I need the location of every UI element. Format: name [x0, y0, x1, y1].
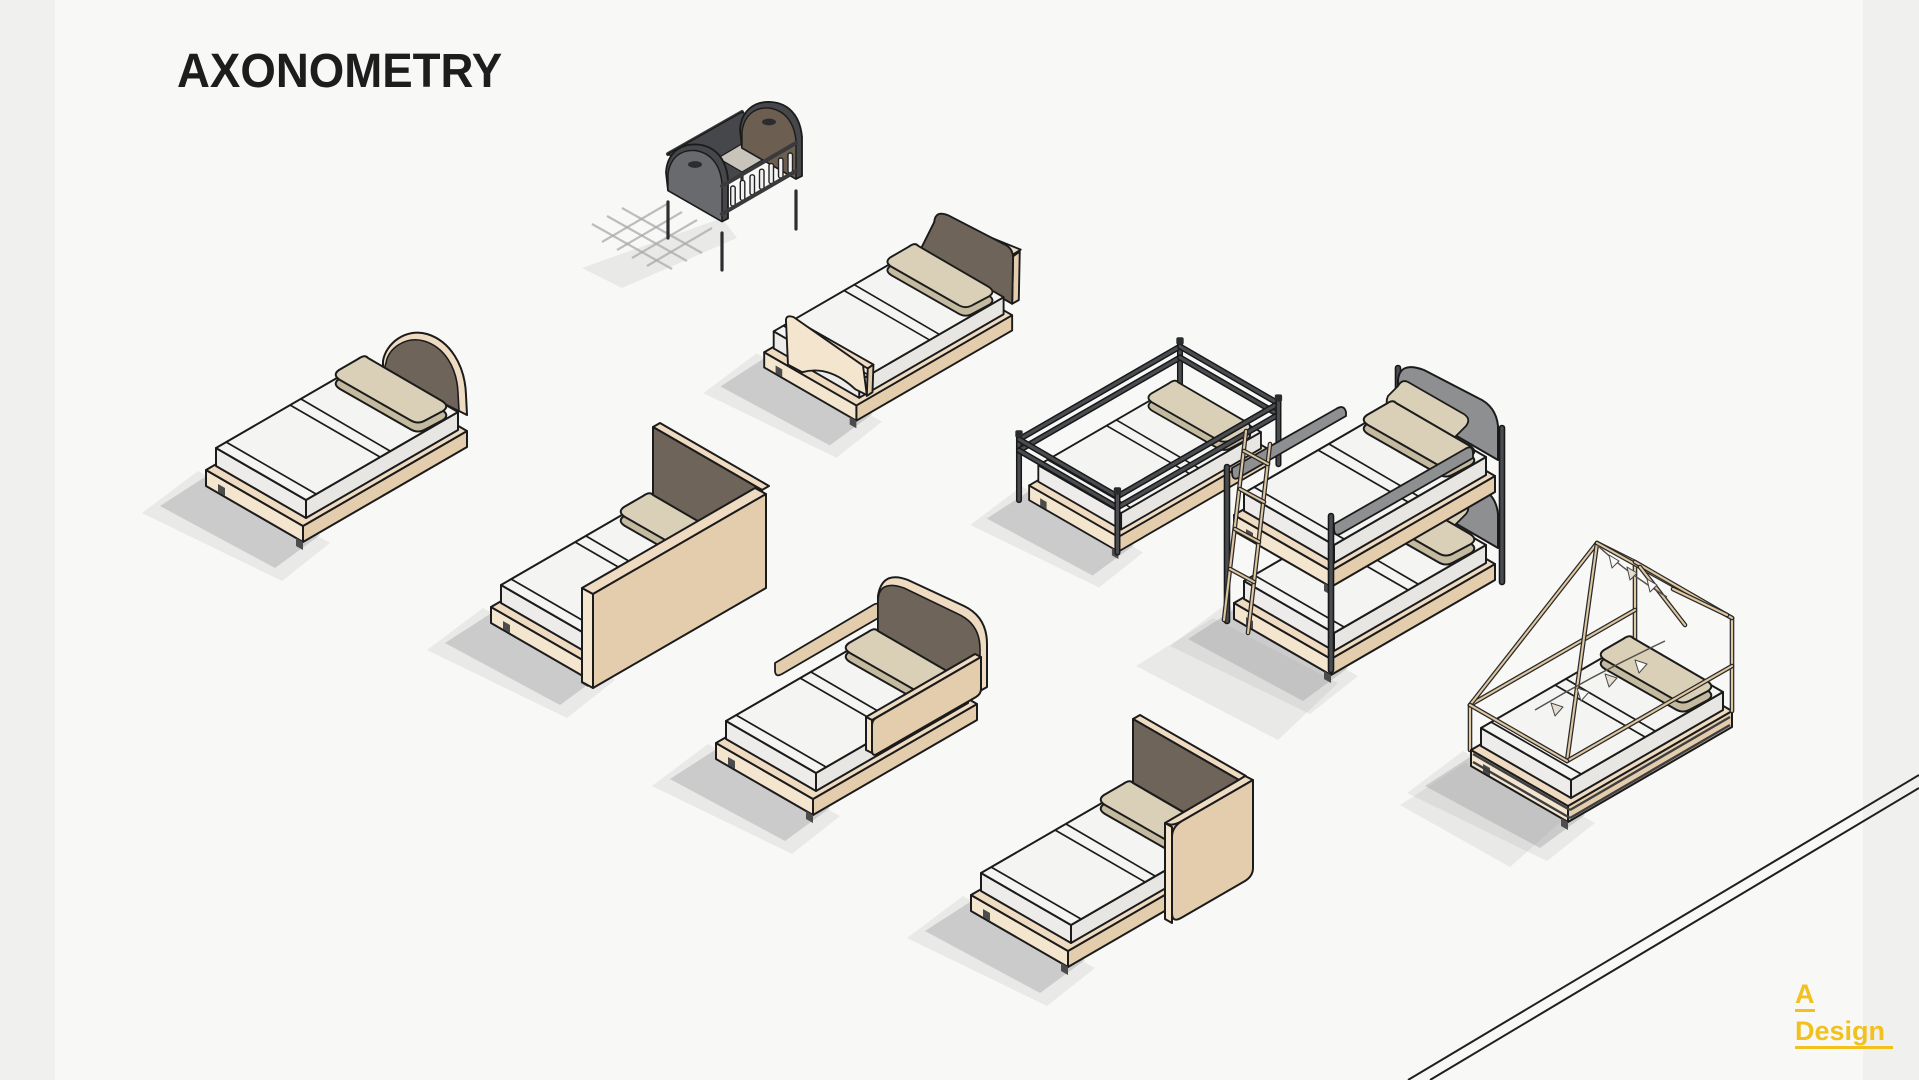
brand-link-design[interactable]: Design	[1795, 1018, 1894, 1049]
sheet-left-edge	[0, 0, 55, 1080]
single-bed-corner-panel	[426, 422, 770, 719]
toddler-bed-side-rails	[651, 576, 988, 855]
brand-link-a[interactable]: A	[1795, 981, 1815, 1012]
bunk-bed	[1136, 364, 1506, 740]
single-bed-rail-frame	[969, 337, 1283, 589]
single-bed-sleigh	[702, 212, 1022, 459]
baby-crib	[582, 101, 803, 288]
toddler-bed-wrap-panel	[906, 714, 1254, 1007]
single-bed-arched-headboard	[141, 331, 468, 582]
house-frame-bed	[1400, 540, 1735, 867]
corner-diagonal-lines	[1407, 774, 1919, 1080]
page-title: AXONOMETRY	[177, 45, 503, 99]
sheet-right-edge	[1863, 0, 1919, 1080]
brand-logo: A Design	[1795, 981, 1894, 1055]
